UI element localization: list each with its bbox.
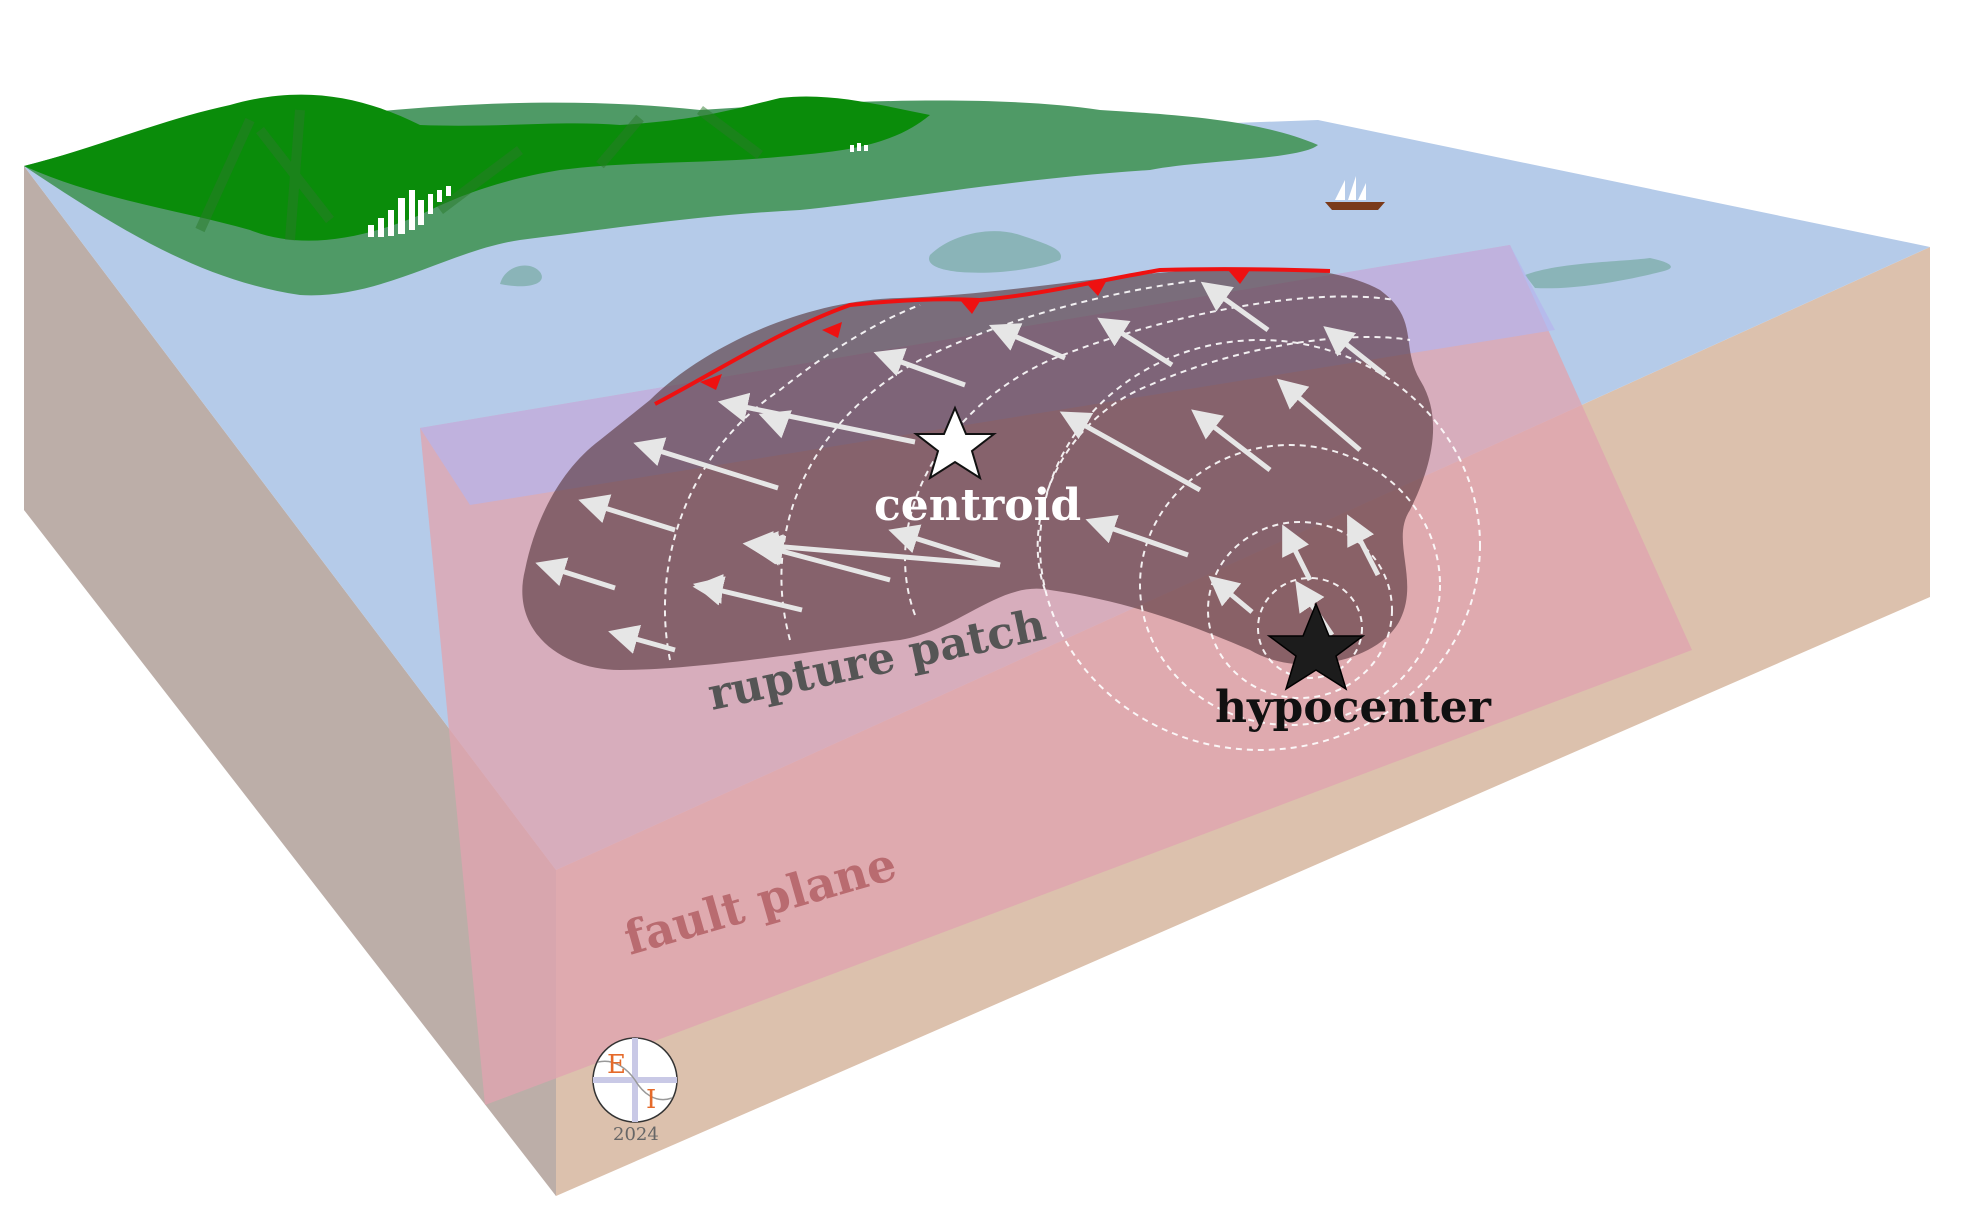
logo-letter-e: E xyxy=(607,1050,626,1080)
hypocenter-star-icon xyxy=(1266,602,1366,691)
island-small xyxy=(500,265,542,287)
hypocenter-label: hypocenter xyxy=(1215,682,1492,733)
centroid-label: centroid xyxy=(874,480,1081,531)
logo-year: 2024 xyxy=(613,1124,659,1145)
trench-barbs xyxy=(700,270,1250,390)
land-ridge-shading xyxy=(195,106,763,241)
coastal-town xyxy=(368,143,868,237)
island-right xyxy=(1525,258,1671,289)
slip-arrows xyxy=(535,281,1387,654)
ship-icon xyxy=(1325,176,1385,210)
land-dark xyxy=(24,94,930,241)
logo-letter-i: I xyxy=(646,1085,656,1115)
logo: E I 2024 xyxy=(592,1037,678,1145)
centroid-star-icon xyxy=(913,405,997,481)
crust-left-upper xyxy=(24,166,556,1196)
island-middle xyxy=(929,231,1061,273)
